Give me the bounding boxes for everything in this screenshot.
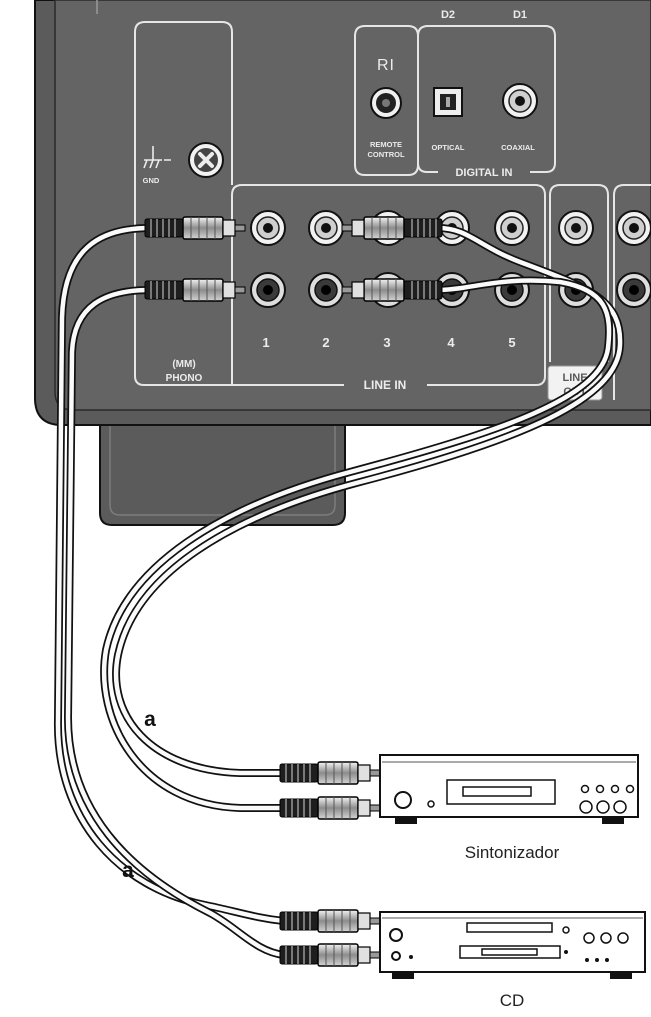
line-in-1-right-jack	[250, 272, 286, 308]
cd-foot-right	[610, 971, 632, 979]
line-in-3-left-plug	[341, 216, 443, 240]
tuner-power-knob	[394, 791, 412, 809]
cd-power-button	[389, 928, 403, 942]
cd-indicator	[564, 950, 568, 954]
line-in-number-2: 2	[322, 335, 329, 350]
cd-left-plug	[279, 909, 381, 933]
line-in-number-5: 5	[508, 335, 515, 350]
phono-left-plug	[144, 216, 246, 240]
next-right-jack	[616, 272, 651, 308]
tuner-button	[625, 784, 635, 794]
cd-headphone-jack	[391, 951, 401, 961]
digital-in-section-outline	[417, 25, 556, 173]
ground-screw	[188, 142, 224, 178]
line-in-5-left-jack	[494, 210, 530, 246]
tuner-display-window	[462, 786, 532, 797]
next-left-jack	[616, 210, 651, 246]
line-in-2-right-jack	[308, 272, 344, 308]
remote-logo: RI	[377, 57, 395, 74]
phono-label-line1: (MM)	[172, 359, 195, 370]
phono-section-outline	[134, 21, 233, 386]
digital-d1-label: D1	[513, 9, 527, 21]
cable-label-cd: a	[122, 859, 134, 882]
coaxial-label: COAXIAL	[501, 143, 535, 152]
tuner-device	[379, 754, 639, 824]
tuner-label: Sintonizador	[465, 843, 560, 862]
line-out-label-line1: LINE	[562, 372, 587, 384]
digital-in-title: DIGITAL IN	[455, 167, 512, 179]
cd-button	[583, 932, 595, 944]
chassis-foot-inner	[109, 426, 336, 516]
line-in-title: LINE IN	[364, 378, 407, 392]
cd-small-button	[562, 926, 570, 934]
cd-display	[459, 945, 561, 959]
cd-disc-tray	[466, 922, 553, 933]
phono-label-line2: PHONO	[166, 373, 203, 384]
cd-body	[379, 911, 646, 973]
tuner-button	[610, 784, 620, 794]
tuner-display	[446, 779, 556, 805]
tuner-body	[379, 754, 639, 818]
remote-label-line2: CONTROL	[367, 150, 404, 159]
cable-label-tuner: a	[144, 708, 156, 731]
receiver-rear-panel: RI REMOTE CONTROL D2 D1 OPTICAL COAXIAL …	[34, 0, 651, 526]
optical-port	[433, 87, 463, 117]
cd-right-plug	[279, 943, 381, 967]
line-in-number-1: 1	[262, 335, 269, 350]
tuner-foot-right	[602, 816, 624, 824]
line-out-section-outline	[549, 184, 609, 362]
cd-foot-left	[392, 971, 414, 979]
cd-button	[617, 932, 629, 944]
cd-display-window	[481, 948, 538, 956]
digital-d2-label: D2	[441, 9, 455, 21]
line-in-section-outline	[231, 184, 546, 386]
tuner-button	[613, 800, 627, 814]
next-section-outline	[613, 184, 651, 400]
coaxial-jack	[502, 83, 538, 119]
tuner-foot-left	[395, 816, 417, 824]
remote-control-jack	[370, 87, 402, 119]
remote-label-line1: REMOTE	[370, 140, 402, 149]
cd-label: CD	[500, 991, 525, 1010]
cd-player-device	[379, 911, 646, 979]
cd-indicator	[595, 958, 599, 962]
line-in-number-3: 3	[383, 335, 390, 350]
tuner-small-button	[427, 800, 435, 808]
line-in-3-right-plug	[341, 278, 443, 302]
line-out-left-jack	[558, 210, 594, 246]
optical-label: OPTICAL	[432, 143, 465, 152]
cd-indicator	[605, 958, 609, 962]
tuner-button	[595, 784, 605, 794]
tuner-button	[580, 784, 590, 794]
tuner-button	[579, 800, 593, 814]
tuner-left-plug	[279, 761, 381, 785]
tuner-button	[596, 800, 610, 814]
rear-panel-plate	[54, 0, 651, 411]
line-in-number-4: 4	[447, 335, 455, 350]
tuner-right-plug	[279, 796, 381, 820]
line-in-2-left-jack	[308, 210, 344, 246]
ground-symbol-icon	[143, 146, 171, 169]
chassis-foot	[99, 424, 346, 526]
gnd-label: GND	[143, 176, 160, 185]
cable-line-in-3-to-tuner	[100, 224, 625, 812]
cd-button	[600, 932, 612, 944]
cd-indicator	[409, 955, 413, 959]
line-in-1-left-jack	[250, 210, 286, 246]
cd-indicator	[585, 958, 589, 962]
cable-phono-to-cd	[53, 224, 288, 959]
phono-right-plug	[144, 278, 246, 302]
